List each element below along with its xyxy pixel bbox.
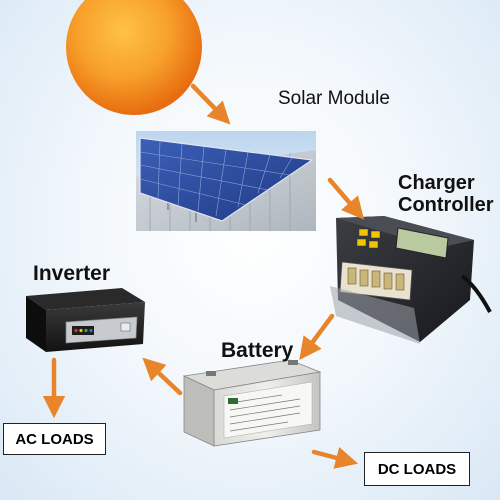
arrow-controller-to-battery — [299, 313, 335, 361]
ac-loads-box: AC LOADS — [3, 423, 106, 455]
charger-controller-label-line1: Charger — [398, 172, 475, 194]
dc-loads-box: DC LOADS — [364, 452, 470, 486]
battery-label: Battery — [221, 339, 294, 362]
solar-panel-icon — [136, 131, 316, 231]
charger-controller-icon — [330, 216, 492, 344]
flow-arrows — [42, 83, 365, 469]
arrow-panel-to-controller — [327, 177, 365, 220]
arrow-sun-to-panel — [190, 83, 231, 125]
charger-controller-label: Charger Controller — [398, 172, 498, 216]
inverter-label: Inverter — [33, 262, 111, 285]
arrow-battery-to-dc-loads — [311, 446, 359, 469]
sun-icon — [66, 0, 202, 115]
inverter-icon — [26, 288, 145, 352]
arrow-battery-to-inverter — [142, 357, 183, 396]
charger-controller-label-line2: Controller — [398, 194, 494, 216]
solar-module-label: Solar Module — [278, 88, 390, 109]
battery-icon — [182, 359, 322, 447]
